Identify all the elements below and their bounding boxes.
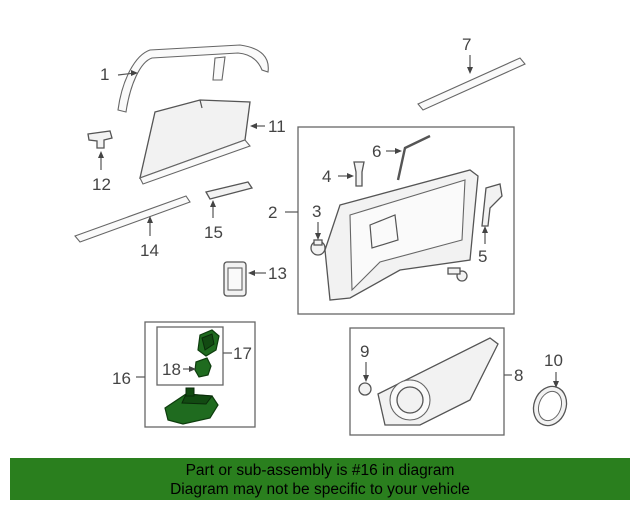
callout-6: 6 (372, 142, 381, 161)
part-8-speaker-grille[interactable] (377, 337, 499, 426)
part-17-upper-housing[interactable] (197, 329, 220, 357)
part-5-bracket[interactable] (481, 183, 503, 227)
callout-13: 13 (268, 264, 287, 283)
part-16-lower-module[interactable] (164, 387, 219, 425)
parts-diagram: 1 11 12 14 15 13 7 2 (74, 35, 572, 436)
part-panel-clip[interactable] (447, 267, 468, 282)
callout-11: 11 (268, 117, 286, 136)
callout-7: 7 (462, 35, 471, 54)
part-18-small-connector[interactable] (194, 357, 212, 378)
banner-line-2: Diagram may not be specific to your vehi… (170, 481, 470, 498)
callout-9: 9 (360, 342, 369, 361)
part-13-switch[interactable] (223, 261, 247, 297)
callout-12: 12 (92, 175, 111, 194)
part-2-door-trim-panel[interactable] (324, 169, 479, 301)
part-1-window-molding[interactable] (117, 44, 269, 113)
callout-8: 8 (514, 366, 523, 385)
part-11-sunshade[interactable] (139, 99, 251, 185)
info-banner: Part or sub-assembly is #16 in diagram D… (10, 458, 630, 500)
callout-3: 3 (312, 202, 321, 221)
assembly-16-box (144, 321, 256, 428)
door-panel-group-box (297, 126, 515, 315)
callout-15: 15 (204, 223, 223, 242)
callout-16: 16 (112, 369, 131, 388)
part-10-speaker-ring[interactable] (528, 382, 572, 431)
banner-line-1: Part or sub-assembly is #16 in diagram (185, 462, 455, 479)
callout-17: 17 (233, 344, 252, 363)
part-14-trim-strip[interactable] (74, 195, 191, 243)
callout-18: 18 (162, 360, 181, 379)
part-4-pin[interactable] (353, 161, 365, 187)
callout-5: 5 (478, 247, 487, 266)
callout-4: 4 (322, 167, 331, 186)
part-7-belt-molding[interactable] (417, 57, 526, 111)
callout-14: 14 (140, 241, 159, 260)
part-12-clip[interactable] (87, 130, 113, 149)
callout-10: 10 (544, 351, 563, 370)
sub-assembly-17-box (156, 326, 224, 386)
callout-2: 2 (268, 203, 277, 222)
speaker-group-box (349, 327, 505, 436)
part-3-screw[interactable] (310, 239, 326, 256)
part-6-rod[interactable] (396, 134, 431, 181)
part-9-screw[interactable] (358, 382, 372, 396)
part-15-bracket[interactable] (205, 181, 254, 200)
callout-1: 1 (100, 65, 109, 84)
